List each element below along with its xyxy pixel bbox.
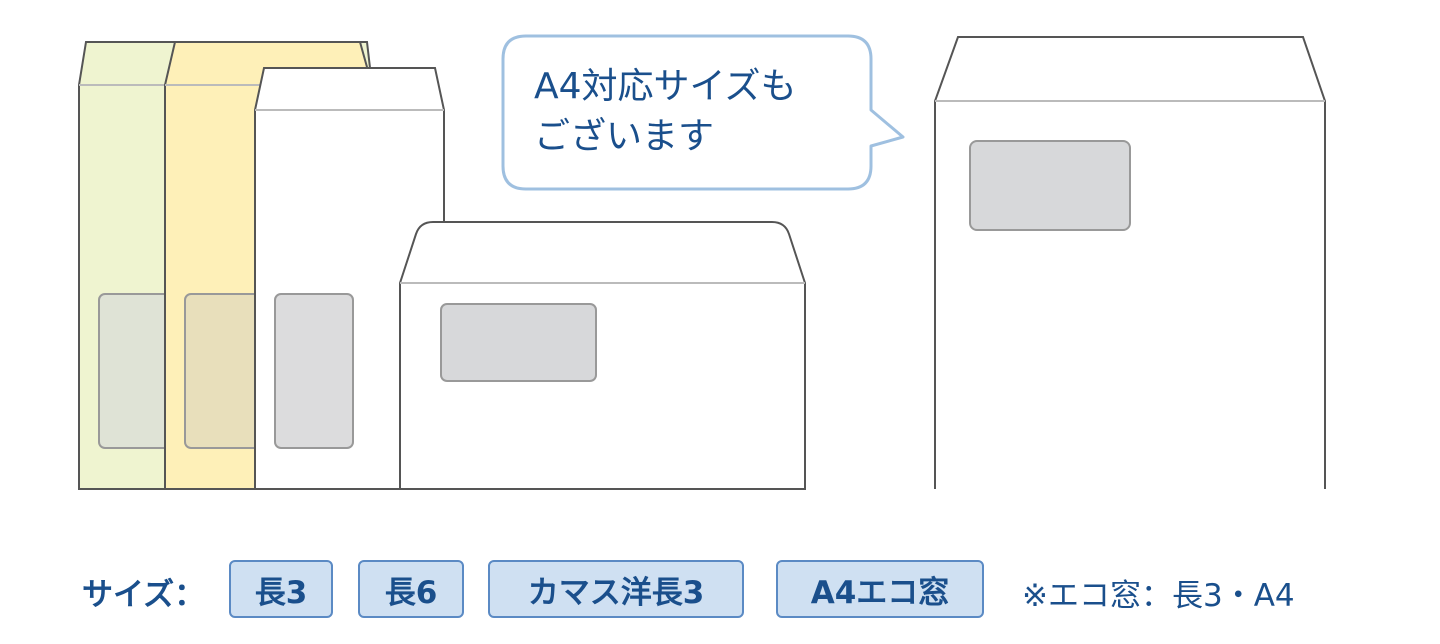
envelope-white-tall bbox=[254, 67, 445, 490]
speech-bubble bbox=[501, 34, 905, 191]
size-label: サイズ： bbox=[82, 577, 206, 613]
eco-window-note: ※エコ窓：長3・A4 bbox=[1022, 578, 1295, 614]
envelope-white-tall-window bbox=[274, 293, 354, 449]
size-row: サイズ： 長3 長6 カマス洋長3 A4エコ窓 ※エコ窓：長3・A4 bbox=[0, 558, 1440, 622]
envelope-horizontal bbox=[399, 221, 806, 490]
speech-bubble-text: A4対応サイズも ございます bbox=[534, 62, 854, 162]
envelope-yellow-window bbox=[184, 293, 266, 449]
envelope-a4-window bbox=[969, 140, 1131, 231]
size-badge-a4-eco-window: A4エコ窓 bbox=[776, 560, 984, 618]
envelope-horizontal-window bbox=[440, 303, 597, 382]
size-badge-naga6: 長6 bbox=[358, 560, 464, 618]
speech-line-1: A4対応サイズも bbox=[534, 66, 797, 107]
speech-line-2: ございます bbox=[534, 116, 715, 157]
size-badge-kamasu-younaga3: カマス洋長3 bbox=[488, 560, 744, 618]
size-badge-naga3: 長3 bbox=[229, 560, 333, 618]
envelope-a4 bbox=[934, 36, 1326, 489]
